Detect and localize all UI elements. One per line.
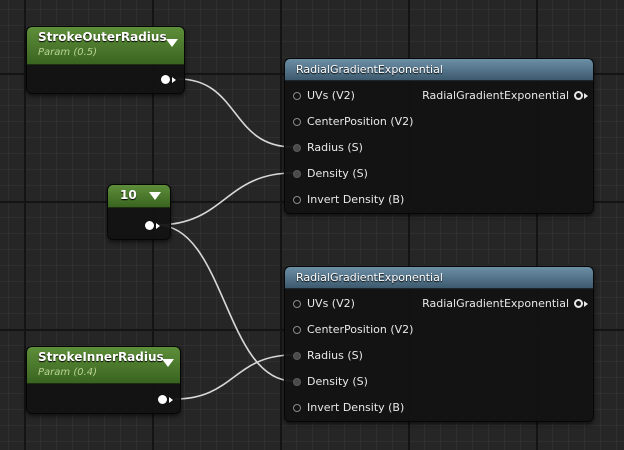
input-label: UVs (V2): [307, 89, 355, 102]
input-label: CenterPosition (V2): [307, 115, 414, 128]
input-row-center-position[interactable]: CenterPosition (V2): [285, 114, 593, 130]
chevron-down-icon[interactable]: [149, 192, 161, 200]
node-subtitle: Param (0.4): [38, 367, 98, 378]
node-title: RadialGradientExponential: [296, 271, 443, 284]
output-pin[interactable]: [158, 395, 167, 404]
output-label: RadialGradientExponential: [422, 89, 569, 102]
input-pin[interactable]: [293, 300, 301, 308]
wire-constant-to-gradient2-density[interactable]: [156, 224, 294, 382]
input-pin[interactable]: [293, 352, 301, 360]
node-header: RadialGradientExponential: [285, 59, 593, 81]
input-pin[interactable]: [293, 326, 301, 334]
input-pin[interactable]: [293, 144, 301, 152]
arrow-right-icon: [169, 397, 173, 403]
output-label: RadialGradientExponential: [422, 297, 569, 310]
input-row-invert-density[interactable]: Invert Density (B): [285, 400, 593, 416]
node-subtitle: Param (0.5): [38, 47, 98, 58]
output-pin[interactable]: [574, 299, 583, 308]
input-row-radius[interactable]: Radius (S): [285, 140, 593, 156]
input-row-uvs[interactable]: UVs (V2) RadialGradientExponential: [285, 296, 593, 312]
input-pin[interactable]: [293, 170, 301, 178]
input-pin[interactable]: [293, 196, 301, 204]
arrow-right-icon: [156, 223, 160, 229]
node-title: RadialGradientExponential: [296, 63, 443, 76]
input-label: Invert Density (B): [307, 193, 405, 206]
arrow-right-icon: [584, 301, 588, 307]
wire-outer-radius-to-gradient1-radius[interactable]: [177, 78, 294, 148]
input-label: UVs (V2): [307, 297, 355, 310]
input-label: Invert Density (B): [307, 401, 405, 414]
output-pin[interactable]: [145, 221, 154, 230]
input-row-density[interactable]: Density (S): [285, 374, 593, 390]
input-pin[interactable]: [293, 92, 301, 100]
constant-node[interactable]: 10: [107, 184, 171, 240]
radial-gradient-exponential-node-2[interactable]: RadialGradientExponential UVs (V2) Radia…: [284, 266, 594, 422]
constant-value: 10: [120, 188, 137, 202]
wire-constant-to-gradient1-density[interactable]: [156, 172, 294, 226]
node-header: StrokeOuterRadius Param (0.5): [27, 27, 184, 65]
stroke-outer-radius-node[interactable]: StrokeOuterRadius Param (0.5): [26, 26, 185, 94]
node-header: StrokeInnerRadius Param (0.4): [27, 347, 180, 384]
input-row-density[interactable]: Density (S): [285, 166, 593, 182]
input-pin[interactable]: [293, 118, 301, 126]
radial-gradient-exponential-node-1[interactable]: RadialGradientExponential UVs (V2) Radia…: [284, 58, 594, 214]
output-pin[interactable]: [161, 75, 170, 84]
arrow-right-icon: [172, 77, 176, 83]
input-row-uvs[interactable]: UVs (V2) RadialGradientExponential: [285, 88, 593, 104]
input-label: Density (S): [307, 167, 368, 180]
node-header: 10: [108, 185, 170, 208]
output-pin[interactable]: [574, 91, 583, 100]
arrow-right-icon: [584, 93, 588, 99]
chevron-down-icon[interactable]: [162, 359, 174, 367]
input-pin[interactable]: [293, 378, 301, 386]
input-label: Radius (S): [307, 349, 363, 362]
node-title: StrokeInnerRadius: [38, 350, 164, 364]
stroke-inner-radius-node[interactable]: StrokeInnerRadius Param (0.4): [26, 346, 181, 414]
input-row-invert-density[interactable]: Invert Density (B): [285, 192, 593, 208]
chevron-down-icon[interactable]: [166, 39, 178, 47]
input-row-center-position[interactable]: CenterPosition (V2): [285, 322, 593, 338]
node-header: RadialGradientExponential: [285, 267, 593, 289]
node-title: StrokeOuterRadius: [38, 30, 167, 44]
wire-inner-radius-to-gradient2-radius[interactable]: [174, 354, 294, 400]
input-label: CenterPosition (V2): [307, 323, 414, 336]
input-row-radius[interactable]: Radius (S): [285, 348, 593, 364]
input-label: Density (S): [307, 375, 368, 388]
input-pin[interactable]: [293, 404, 301, 412]
input-label: Radius (S): [307, 141, 363, 154]
